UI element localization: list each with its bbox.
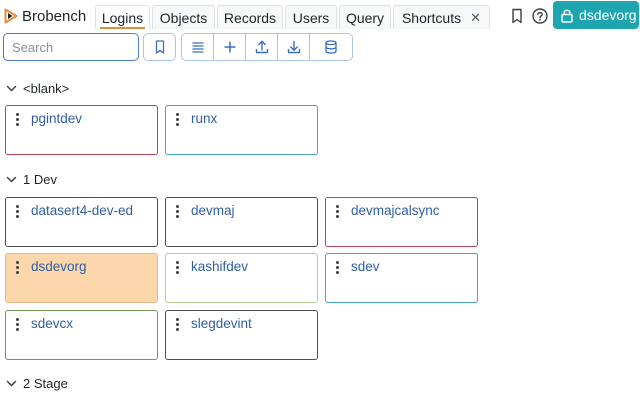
login-card[interactable]: sdevcx — [5, 310, 158, 360]
login-card[interactable]: devmajcalsync — [325, 197, 478, 247]
login-name-link[interactable]: devmaj — [191, 203, 235, 218]
more-vertical-icon[interactable] — [12, 112, 22, 128]
login-card[interactable]: dsdevorg — [5, 253, 158, 303]
tab-records[interactable]: Records — [217, 5, 283, 29]
app-name: Brobench — [22, 7, 87, 25]
bookmark-icon — [155, 40, 164, 54]
login-name-link[interactable]: slegdevint — [191, 316, 252, 331]
upload-icon — [255, 40, 268, 54]
brand-logo-icon — [4, 8, 18, 24]
more-vertical-icon[interactable] — [12, 260, 22, 276]
group-label: 2 Stage — [23, 375, 68, 391]
tab-label: Users — [292, 9, 330, 26]
login-card[interactable]: kashifdev — [165, 253, 318, 303]
login-card[interactable]: datasert4-dev-ed — [5, 197, 158, 247]
close-icon[interactable]: ✕ — [470, 9, 482, 25]
tab-label: Shortcuts — [401, 9, 462, 26]
list-icon — [192, 42, 203, 53]
list-view-button[interactable] — [181, 33, 214, 61]
more-vertical-icon[interactable] — [172, 112, 182, 128]
search-input[interactable] — [3, 33, 139, 61]
more-vertical-icon[interactable] — [12, 204, 22, 220]
login-card[interactable]: runx — [165, 105, 318, 155]
more-vertical-icon[interactable] — [332, 260, 342, 276]
tab-users[interactable]: Users — [285, 5, 337, 29]
download-button[interactable] — [277, 33, 310, 61]
chevron-down-icon — [6, 85, 17, 91]
more-vertical-icon[interactable] — [332, 204, 342, 220]
login-name-link[interactable]: kashifdev — [191, 259, 249, 274]
tab-label: Records — [223, 9, 277, 26]
more-vertical-icon[interactable] — [172, 204, 182, 220]
lock-icon — [561, 9, 573, 23]
login-card[interactable]: sdev — [325, 253, 478, 303]
login-name-link[interactable]: datasert4-dev-ed — [31, 203, 134, 218]
group-header[interactable]: 2 Stage — [6, 374, 68, 392]
bookmark-icon[interactable] — [508, 7, 526, 25]
org-button-label: dsdevorg — [579, 7, 637, 23]
login-card[interactable]: pgintdev — [5, 105, 158, 155]
login-name-link[interactable]: pgintdev — [31, 111, 83, 126]
tab-shortcuts[interactable]: Shortcuts ✕ — [393, 5, 490, 29]
tab-query[interactable]: Query — [339, 5, 391, 29]
org-switch-button[interactable]: dsdevorg — [553, 1, 639, 29]
tab-objects[interactable]: Objects — [152, 5, 215, 29]
more-vertical-icon[interactable] — [12, 317, 22, 333]
tab-logins[interactable]: Logins — [95, 5, 150, 29]
login-name-link[interactable]: runx — [191, 111, 218, 126]
more-vertical-icon[interactable] — [172, 260, 182, 276]
tab-label: Objects — [159, 9, 208, 26]
login-card[interactable]: slegdevint — [165, 310, 318, 360]
chevron-down-icon — [6, 176, 17, 182]
plus-icon — [224, 41, 235, 53]
login-name-link[interactable]: devmajcalsync — [351, 203, 440, 218]
group-label: 1 Dev — [23, 171, 57, 187]
group-label: <blank> — [23, 80, 70, 96]
add-login-button[interactable] — [213, 33, 246, 61]
upload-button[interactable] — [245, 33, 278, 61]
login-card[interactable]: devmaj — [165, 197, 318, 247]
brand: Brobench — [4, 6, 86, 26]
chevron-down-icon — [6, 380, 17, 386]
group-header[interactable]: <blank> — [6, 79, 69, 97]
tab-label: Query — [345, 9, 385, 26]
download-icon — [287, 40, 300, 54]
more-vertical-icon[interactable] — [172, 317, 182, 333]
tab-label: Logins — [101, 9, 144, 26]
database-button[interactable] — [309, 33, 353, 61]
bookmark-filter-button[interactable] — [143, 33, 176, 61]
database-icon — [325, 40, 337, 54]
top-bar: Brobench Logins Objects Records Users Qu… — [0, 0, 640, 32]
help-icon[interactable] — [531, 7, 549, 25]
login-name-link[interactable]: sdevcx — [31, 316, 74, 331]
group-header[interactable]: 1 Dev — [6, 170, 57, 188]
login-name-link[interactable]: sdev — [351, 259, 380, 274]
login-name-link[interactable]: dsdevorg — [31, 259, 87, 274]
